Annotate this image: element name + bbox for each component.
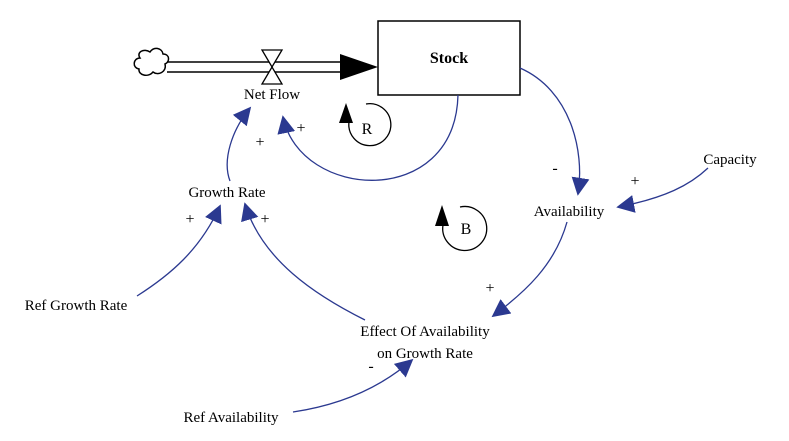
- capacity-label: Capacity: [703, 152, 757, 168]
- polarity-growth-netflow: +: [255, 134, 264, 151]
- growth-rate-label: Growth Rate: [188, 185, 265, 201]
- polarity-capacity-availability: +: [630, 173, 639, 190]
- polarity-availability-effect: +: [485, 280, 494, 297]
- valve-icon: [260, 49, 284, 85]
- link-stock-to-netflow: [277, 94, 459, 181]
- flow-arrowhead-icon: [340, 54, 378, 80]
- link-effect-to-growthrate: [241, 202, 366, 321]
- polarity-refgrowth-growth: +: [185, 211, 194, 228]
- loop-arrow-icon: [339, 103, 353, 123]
- link-growthrate-to-netflow: [226, 106, 252, 182]
- polarity-stock-netflow: +: [296, 120, 305, 137]
- link-refgrowth-to-growthrate: [136, 204, 222, 297]
- link-stock-to-availability: [519, 67, 590, 196]
- stock-label: Stock: [430, 50, 468, 67]
- net-flow-label: Net Flow: [244, 87, 300, 103]
- loop-b-label: B: [461, 221, 472, 238]
- link-availability-to-effect: [491, 221, 568, 318]
- polarity-refavail-effect: -: [368, 358, 373, 375]
- loop-arrow-icon: [435, 205, 449, 226]
- cloud-source-icon: [133, 47, 170, 77]
- effect-label-line2: on Growth Rate: [377, 346, 473, 362]
- reinforcing-loop-indicator: R: [339, 102, 392, 147]
- flow-pipe: [167, 54, 378, 80]
- balancing-loop-indicator: B: [435, 205, 488, 252]
- link-capacity-to-availability: [616, 167, 709, 213]
- polarity-stock-availability: -: [552, 160, 557, 177]
- stock-box[interactable]: [377, 20, 521, 96]
- availability-label: Availability: [534, 204, 605, 220]
- ref-availability-label: Ref Availability: [183, 410, 279, 426]
- link-refavailability-to-effect: [292, 358, 414, 413]
- ref-growth-rate-label: Ref Growth Rate: [25, 298, 128, 314]
- polarity-effect-growth: +: [260, 211, 269, 228]
- loop-r-label: R: [362, 121, 373, 138]
- effect-label-line1: Effect Of Availability: [360, 324, 490, 340]
